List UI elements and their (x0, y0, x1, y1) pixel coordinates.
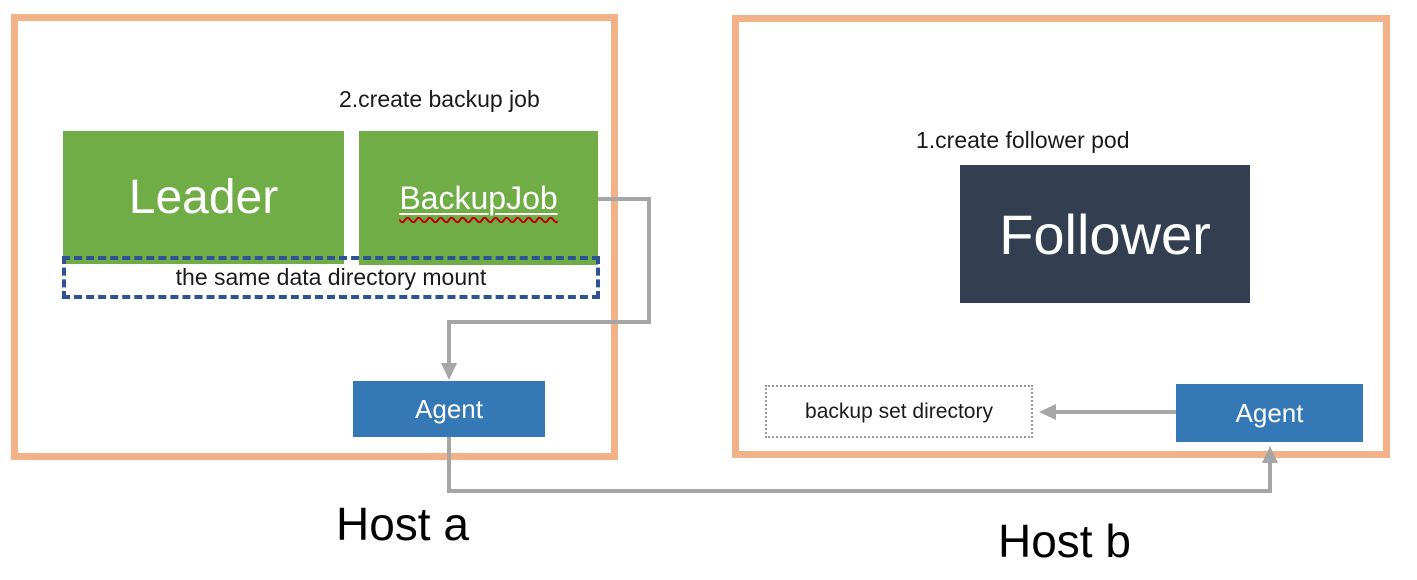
backup-job-pod-label: BackupJob (399, 179, 558, 216)
shared-data-directory-mount-label: the same data directory mount (175, 264, 487, 290)
backup-set-directory-box: backup set directory (765, 385, 1033, 438)
create-follower-pod-annotation: 1.create follower pod (916, 127, 1130, 153)
host-a-agent-box: Agent (353, 381, 545, 437)
leader-pod-label: Leader (128, 171, 279, 224)
backup-job-pod-label-wavy-underline: BackupJob (399, 180, 557, 217)
shared-data-directory-mount-box: the same data directory mount (62, 256, 600, 299)
backup-job-pod-box: BackupJob (359, 131, 598, 265)
follower-pod-label: Follower (999, 202, 1211, 266)
host-a-label: Host a (336, 498, 469, 550)
create-backup-job-annotation: 2.create backup job (339, 86, 540, 112)
leader-pod-box: Leader (63, 131, 344, 264)
host-b-agent-box: Agent (1176, 384, 1363, 442)
follower-pod-box: Follower (960, 165, 1250, 303)
host-b-agent-label: Agent (1235, 397, 1304, 428)
host-b-label: Host b (998, 515, 1131, 567)
backup-set-directory-label: backup set directory (805, 399, 993, 423)
host-a-agent-label: Agent (415, 393, 483, 424)
